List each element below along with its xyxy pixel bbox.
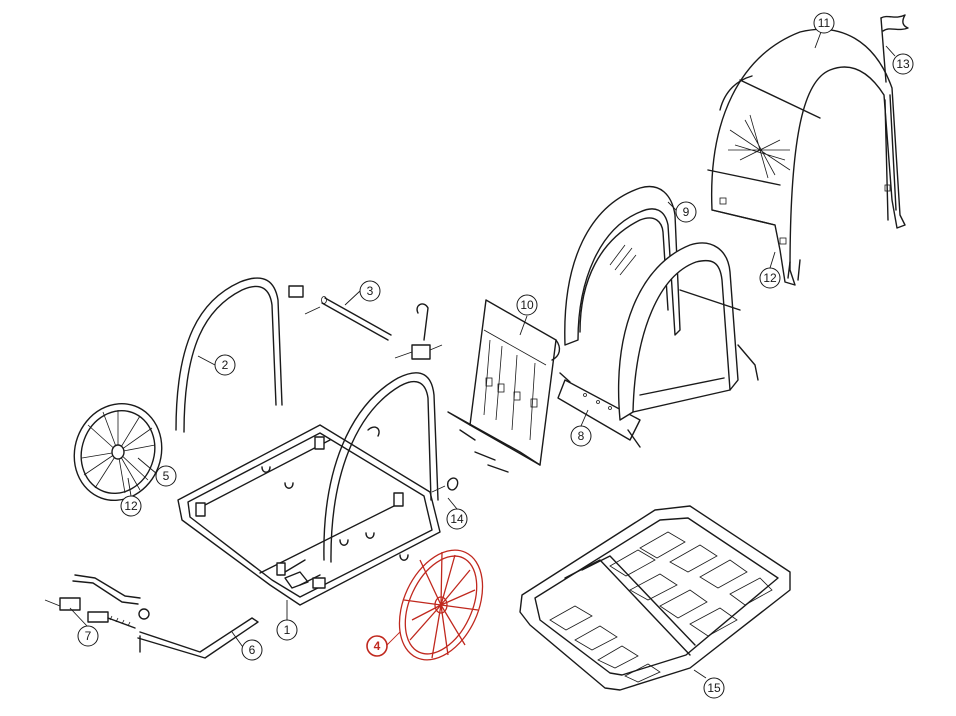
callout-15: 15: [703, 677, 725, 699]
callout-10: 10: [516, 294, 538, 316]
left-wheel[interactable]: [61, 391, 175, 513]
svg-text:1: 1: [284, 623, 291, 637]
chassis-frame[interactable]: [177, 424, 441, 606]
callout-12-left-wheel: 12: [120, 495, 142, 517]
front-frame[interactable]: [617, 242, 759, 421]
seat-harness-panel[interactable]: [447, 299, 561, 473]
callout-3: 3: [359, 280, 381, 302]
svg-text:3: 3: [367, 284, 374, 298]
tow-bar[interactable]: [72, 574, 259, 659]
right-wheel-highlighted[interactable]: [383, 537, 499, 673]
svg-text:13: 13: [896, 57, 910, 71]
hitch-bracket-hardware[interactable]: [394, 303, 443, 360]
callout-6: 6: [241, 639, 263, 661]
svg-text:4: 4: [374, 639, 381, 653]
rear-frame[interactable]: [564, 185, 681, 346]
svg-text:11: 11: [818, 16, 831, 30]
callout-8: 8: [570, 425, 592, 447]
callout-2: 2: [214, 354, 236, 376]
svg-text:5: 5: [163, 469, 170, 483]
svg-text:12: 12: [763, 271, 777, 285]
callout-12-canopy: 12: [759, 267, 781, 289]
svg-text:12: 12: [124, 499, 138, 513]
axle-bar[interactable]: [288, 285, 392, 341]
safety-flag[interactable]: [880, 14, 909, 83]
svg-text:10: 10: [520, 298, 534, 312]
svg-text:2: 2: [222, 358, 229, 372]
svg-text:6: 6: [249, 643, 256, 657]
callout-4: 4: [366, 635, 388, 657]
callout-13: 13: [892, 53, 914, 75]
callout-1: 1: [276, 619, 298, 641]
hitch-assembly[interactable]: [44, 597, 141, 653]
canopy-cover[interactable]: [707, 28, 906, 286]
front-arch-bar[interactable]: [323, 372, 439, 563]
callout-9: 9: [675, 201, 697, 223]
base-bracket[interactable]: [557, 372, 641, 448]
callout-5: 5: [155, 465, 177, 487]
callout-14: 14: [446, 508, 468, 530]
svg-text:7: 7: [85, 629, 92, 643]
callout-7: 7: [77, 625, 99, 647]
floor-tub[interactable]: [519, 505, 791, 691]
callout-11: 11: [813, 12, 835, 34]
retaining-clip[interactable]: [431, 477, 459, 493]
svg-text:15: 15: [707, 681, 721, 695]
svg-text:9: 9: [683, 205, 690, 219]
svg-text:8: 8: [578, 429, 585, 443]
svg-text:14: 14: [450, 512, 464, 526]
roll-bar[interactable]: [175, 277, 283, 433]
